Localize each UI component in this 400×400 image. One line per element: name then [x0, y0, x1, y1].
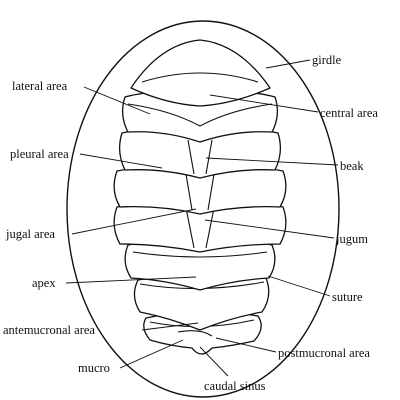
leader-beak [205, 157, 339, 166]
valve-4 [113, 166, 287, 215]
valve-6 [124, 239, 276, 291]
label-mucro: mucro [78, 361, 110, 375]
valve-5 [113, 202, 287, 253]
label-caudal-sinus: caudal sinus [204, 379, 266, 393]
label-jugum: jugum [335, 232, 368, 246]
leader-caudal-sinus [199, 346, 229, 377]
girdle-outline [66, 20, 340, 398]
leader-girdle [265, 59, 311, 69]
label-girdle: girdle [312, 53, 342, 67]
label-apex: apex [32, 276, 56, 290]
leader-mucro [119, 339, 184, 369]
label-postmucronal-area: postmucronal area [278, 346, 370, 360]
leader-jugum [204, 219, 335, 239]
leader-pleural-area [79, 153, 163, 169]
valve-1 [130, 39, 271, 107]
leader-postmucronal-area [215, 337, 277, 353]
label-jugal-area: jugal area [5, 227, 55, 241]
leader-jugal-area [71, 208, 197, 235]
leader-apex [65, 276, 197, 284]
leader-suture [267, 275, 331, 297]
label-central-area: central area [320, 106, 378, 120]
label-lateral-area: lateral area [12, 79, 68, 93]
label-pleural-area: pleural area [10, 147, 69, 161]
leader-lateral-area [83, 86, 151, 115]
label-suture: suture [332, 290, 363, 304]
leader-central-area [209, 94, 319, 113]
label-beak: beak [340, 159, 364, 173]
leader-antemucronal-area [141, 322, 199, 331]
label-antemucronal-area: antemucronal area [3, 323, 95, 337]
